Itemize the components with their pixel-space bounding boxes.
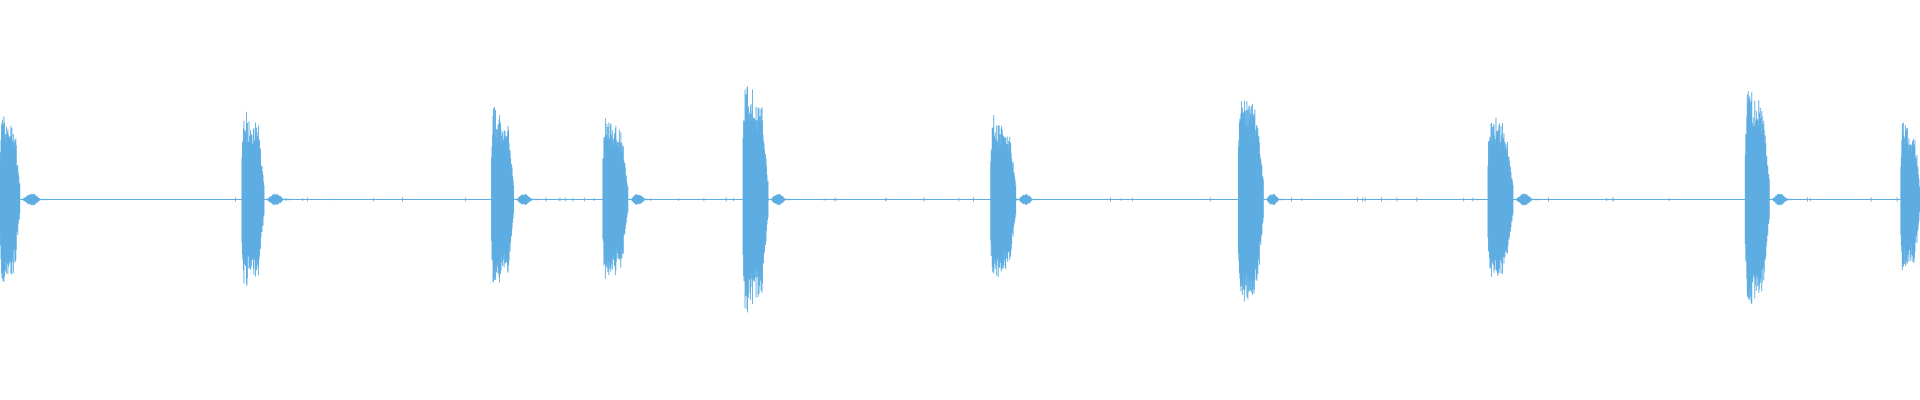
burst-tail: [770, 194, 793, 205]
waveform-burst: [241, 111, 291, 286]
burst-body: [742, 86, 769, 313]
waveform-burst: [1237, 100, 1285, 302]
burst-body: [1744, 91, 1770, 304]
waveform-burst: [1487, 117, 1540, 277]
burst-tail: [516, 193, 539, 206]
burst-tail: [1265, 193, 1285, 206]
waveform-burst: [0, 116, 49, 283]
burst-tail: [1018, 194, 1039, 205]
waveform-burst: [742, 86, 793, 313]
burst-tail: [630, 194, 652, 205]
burst-body: [1237, 100, 1264, 302]
burst-body: [491, 106, 515, 283]
burst-body: [990, 115, 1017, 277]
burst-body: [0, 116, 21, 283]
waveform-burst: [1744, 91, 1794, 304]
burst-tail: [1771, 193, 1794, 206]
burst-body: [1487, 117, 1514, 277]
waveform-burst: [602, 117, 652, 279]
burst-tail: [1515, 193, 1540, 206]
burst-tail: [22, 193, 49, 206]
burst-body: [1900, 122, 1920, 271]
waveform-bursts: [0, 86, 1920, 313]
waveform-burst: [990, 115, 1039, 277]
waveform-burst: [491, 106, 539, 283]
waveform-burst: [1900, 122, 1920, 271]
baseline-noise: [15, 197, 1898, 202]
burst-tail: [266, 193, 291, 206]
burst-body: [241, 111, 265, 286]
burst-body: [602, 117, 629, 279]
